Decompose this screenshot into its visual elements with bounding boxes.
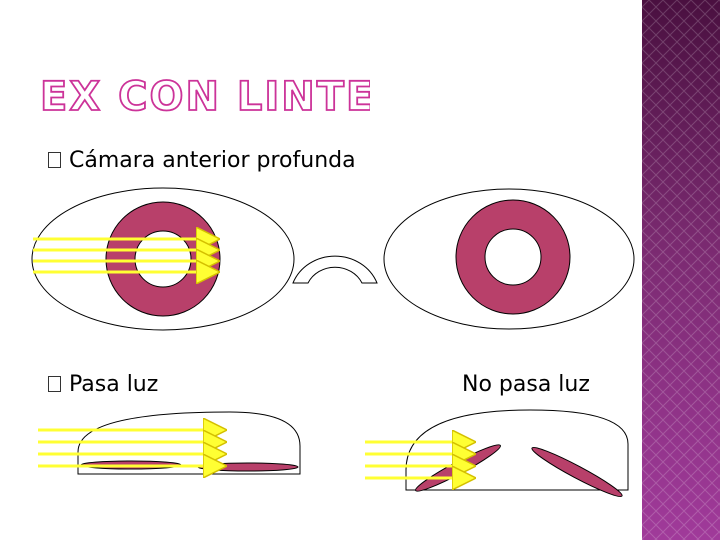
bullet-text: Pasa luz [69, 372, 159, 397]
bullet-marker [48, 152, 61, 168]
eye-front-right [383, 188, 635, 330]
bullet-text: Cámara anterior profunda [69, 148, 356, 173]
eye-side-left [38, 411, 301, 474]
light-rays-side-left [38, 430, 224, 466]
sidebar-pattern [642, 0, 720, 540]
cornea-arch [292, 255, 378, 284]
light-rays-side-right [365, 442, 473, 478]
decorative-sidebar [642, 0, 720, 540]
bullet-item-1: Cámara anterior profunda [48, 148, 356, 173]
bullet-marker [48, 376, 61, 392]
no-pasa-luz-label: No pasa luz [462, 372, 590, 397]
light-rays-left [33, 239, 217, 272]
eye-side-right [365, 409, 629, 498]
bullet-item-2: Pasa luz [48, 372, 158, 397]
eye-front-left [31, 187, 295, 331]
